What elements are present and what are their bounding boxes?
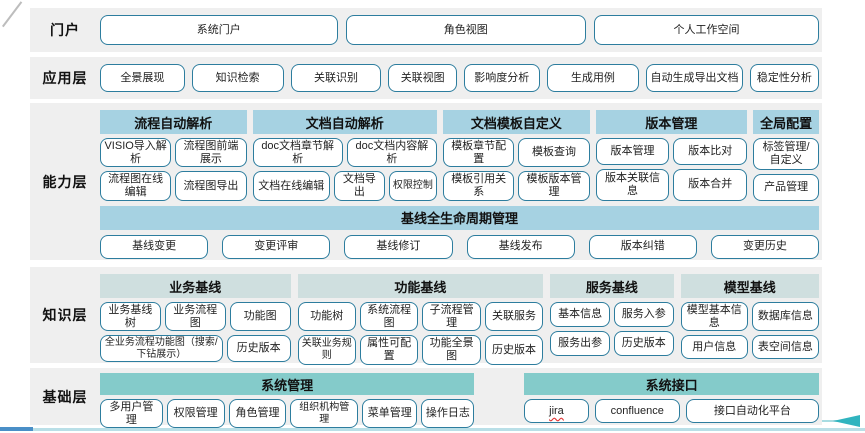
relation-identify-button[interactable]: 关联识别: [290, 64, 382, 92]
template-chapter-config-button[interactable]: 模板章节配置: [443, 138, 515, 168]
knowledge-layer-label: 知识层: [42, 307, 88, 323]
business-flowchart-button[interactable]: 业务流程图: [164, 302, 226, 332]
change-review-button[interactable]: 变更评审: [222, 234, 331, 259]
bottom-border-accent: [0, 427, 33, 431]
flowchart-frontend-display-button[interactable]: 流程图前端展示: [175, 138, 247, 168]
tablespace-info-button[interactable]: 表空间信息: [751, 335, 820, 360]
template-query-button[interactable]: 模板查询: [518, 138, 590, 168]
related-business-rule-button[interactable]: 关联业务规则: [297, 335, 356, 365]
doc-content-parse-button[interactable]: doc文档内容解析: [346, 138, 438, 168]
function-tree-button[interactable]: 功能树: [297, 302, 356, 332]
impact-analysis-button[interactable]: 影响度分析: [463, 64, 540, 92]
doc-auto-parse-header: 文档自动解析: [252, 110, 438, 134]
jira-button[interactable]: jira: [524, 399, 589, 423]
business-baseline-header: 业务基线: [100, 274, 291, 298]
global-config-header: 全局配置: [753, 110, 819, 134]
service-input-param-button[interactable]: 服务入参: [613, 302, 674, 327]
knowledge-layer-band: 知识层 业务基线 业务基线树 业务流程图 功能图 全业务流程功能图（搜索/下钻展…: [30, 267, 822, 365]
confluence-button[interactable]: confluence: [594, 399, 680, 423]
stability-analysis-button[interactable]: 稳定性分析: [749, 64, 820, 92]
baseline-release-button[interactable]: 基线发布: [466, 234, 575, 259]
related-service-button[interactable]: 关联服务: [484, 302, 544, 332]
multi-user-mgmt-button[interactable]: 多用户管理: [100, 399, 163, 429]
version-compare-button[interactable]: 版本比对: [673, 138, 748, 165]
history-version-button[interactable]: 历史版本: [484, 335, 544, 365]
org-structure-mgmt-button[interactable]: 组织机构管理: [290, 399, 359, 429]
application-layer-label: 应用层: [42, 70, 88, 86]
relation-view-button[interactable]: 关联视图: [388, 64, 457, 92]
knowledge-search-button[interactable]: 知识检索: [191, 64, 284, 92]
system-interface-header: 系统接口: [524, 373, 819, 395]
version-mgmt-button[interactable]: 版本管理: [595, 138, 670, 165]
permission-mgmt-button[interactable]: 权限管理: [166, 399, 225, 429]
visio-import-parse-button[interactable]: VISIO导入解析: [100, 138, 172, 168]
capability-layer-label: 能力层: [42, 173, 88, 190]
flowchart-online-edit-button[interactable]: 流程图在线编辑: [100, 171, 172, 201]
auto-generate-export-doc-button[interactable]: 自动生成导出文档: [646, 64, 743, 92]
operation-log-button[interactable]: 操作日志: [421, 399, 475, 429]
system-flowchart-button[interactable]: 系统流程图: [359, 302, 419, 332]
change-history-button[interactable]: 变更历史: [710, 234, 820, 259]
tag-mgmt-custom-button[interactable]: 标签管理/自定义: [753, 138, 819, 171]
user-info-button[interactable]: 用户信息: [680, 335, 748, 360]
menu-mgmt-button[interactable]: 菜单管理: [362, 399, 418, 429]
flowchart-export-button[interactable]: 流程图导出: [175, 171, 247, 201]
application-layer-band: 应用层 全景展现 知识检索 关联识别 关联视图 影响度分析 生成用例 自动生成导…: [30, 57, 822, 99]
subflow-mgmt-button[interactable]: 子流程管理: [422, 302, 481, 332]
portal-layer-band: 门户 系统门户 角色视图 个人工作空间: [30, 8, 822, 52]
personal-workspace-button[interactable]: 个人工作空间: [593, 15, 819, 45]
panorama-display-button[interactable]: 全景展现: [100, 64, 185, 92]
doc-online-edit-button[interactable]: 文档在线编辑: [252, 171, 330, 201]
jira-label: jira: [549, 404, 564, 417]
baseline-lifecycle-header: 基线全生命周期管理: [100, 205, 819, 230]
full-business-flow-function-diagram-button[interactable]: 全业务流程功能图（搜索/下钻展示）: [100, 335, 223, 363]
function-baseline-header: 功能基线: [297, 274, 544, 298]
foundation-layer-band: 基础层 系统管理 多用户管理 权限管理 角色管理 组织机构管理 菜单管理 操作日…: [30, 368, 822, 429]
corner-fold-line: [2, 1, 22, 27]
bottom-border-line: [0, 428, 865, 431]
doc-template-custom-header: 文档模板自定义: [443, 110, 590, 134]
portal-layer-label: 门户: [50, 22, 80, 38]
attribute-configurable-button[interactable]: 属性可配置: [359, 335, 419, 365]
version-mgmt-header: 版本管理: [595, 110, 748, 134]
version-merge-button[interactable]: 版本合并: [673, 168, 748, 201]
template-reference-button[interactable]: 模板引用关系: [443, 171, 515, 201]
system-mgmt-header: 系统管理: [100, 373, 475, 395]
model-baseline-header: 模型基线: [680, 274, 819, 298]
history-version-button[interactable]: 历史版本: [226, 335, 291, 363]
template-version-mgmt-button[interactable]: 模板版本管理: [518, 171, 590, 201]
model-basic-info-button[interactable]: 模型基本信息: [680, 302, 748, 332]
role-mgmt-button[interactable]: 角色管理: [228, 399, 287, 429]
product-mgmt-button[interactable]: 产品管理: [753, 174, 819, 201]
system-portal-button[interactable]: 系统门户: [100, 15, 338, 45]
foundation-group-spacer: [474, 373, 524, 420]
basic-info-button[interactable]: 基本信息: [550, 302, 610, 327]
function-diagram-button[interactable]: 功能图: [229, 302, 291, 332]
permission-control-button[interactable]: 权限控制: [388, 171, 438, 201]
capability-layer-band: 能力层 流程自动解析 VISIO导入解析 流程图前端展示 流程图在线编辑 流程图…: [30, 103, 822, 260]
business-baseline-tree-button[interactable]: 业务基线树: [100, 302, 161, 332]
service-baseline-header: 服务基线: [550, 274, 674, 298]
database-info-button[interactable]: 数据库信息: [751, 302, 820, 332]
process-auto-parse-header: 流程自动解析: [100, 110, 247, 134]
left-arrow-icon: [833, 415, 860, 427]
doc-export-button[interactable]: 文档导出: [333, 171, 385, 201]
function-panorama-button[interactable]: 功能全景图: [422, 335, 481, 365]
foundation-layer-label: 基础层: [42, 388, 88, 405]
service-output-param-button[interactable]: 服务出参: [550, 330, 610, 356]
baseline-change-button[interactable]: 基线变更: [100, 234, 209, 259]
history-version-button[interactable]: 历史版本: [613, 330, 674, 356]
generate-usecase-button[interactable]: 生成用例: [546, 64, 640, 92]
baseline-revise-button[interactable]: 基线修订: [344, 234, 453, 259]
doc-chapter-parse-button[interactable]: doc文档章节解析: [252, 138, 343, 168]
role-view-button[interactable]: 角色视图: [345, 15, 586, 45]
interface-automation-platform-button[interactable]: 接口自动化平台: [685, 399, 819, 423]
version-correction-button[interactable]: 版本纠错: [588, 234, 697, 259]
version-relation-info-button[interactable]: 版本关联信息: [595, 168, 670, 201]
